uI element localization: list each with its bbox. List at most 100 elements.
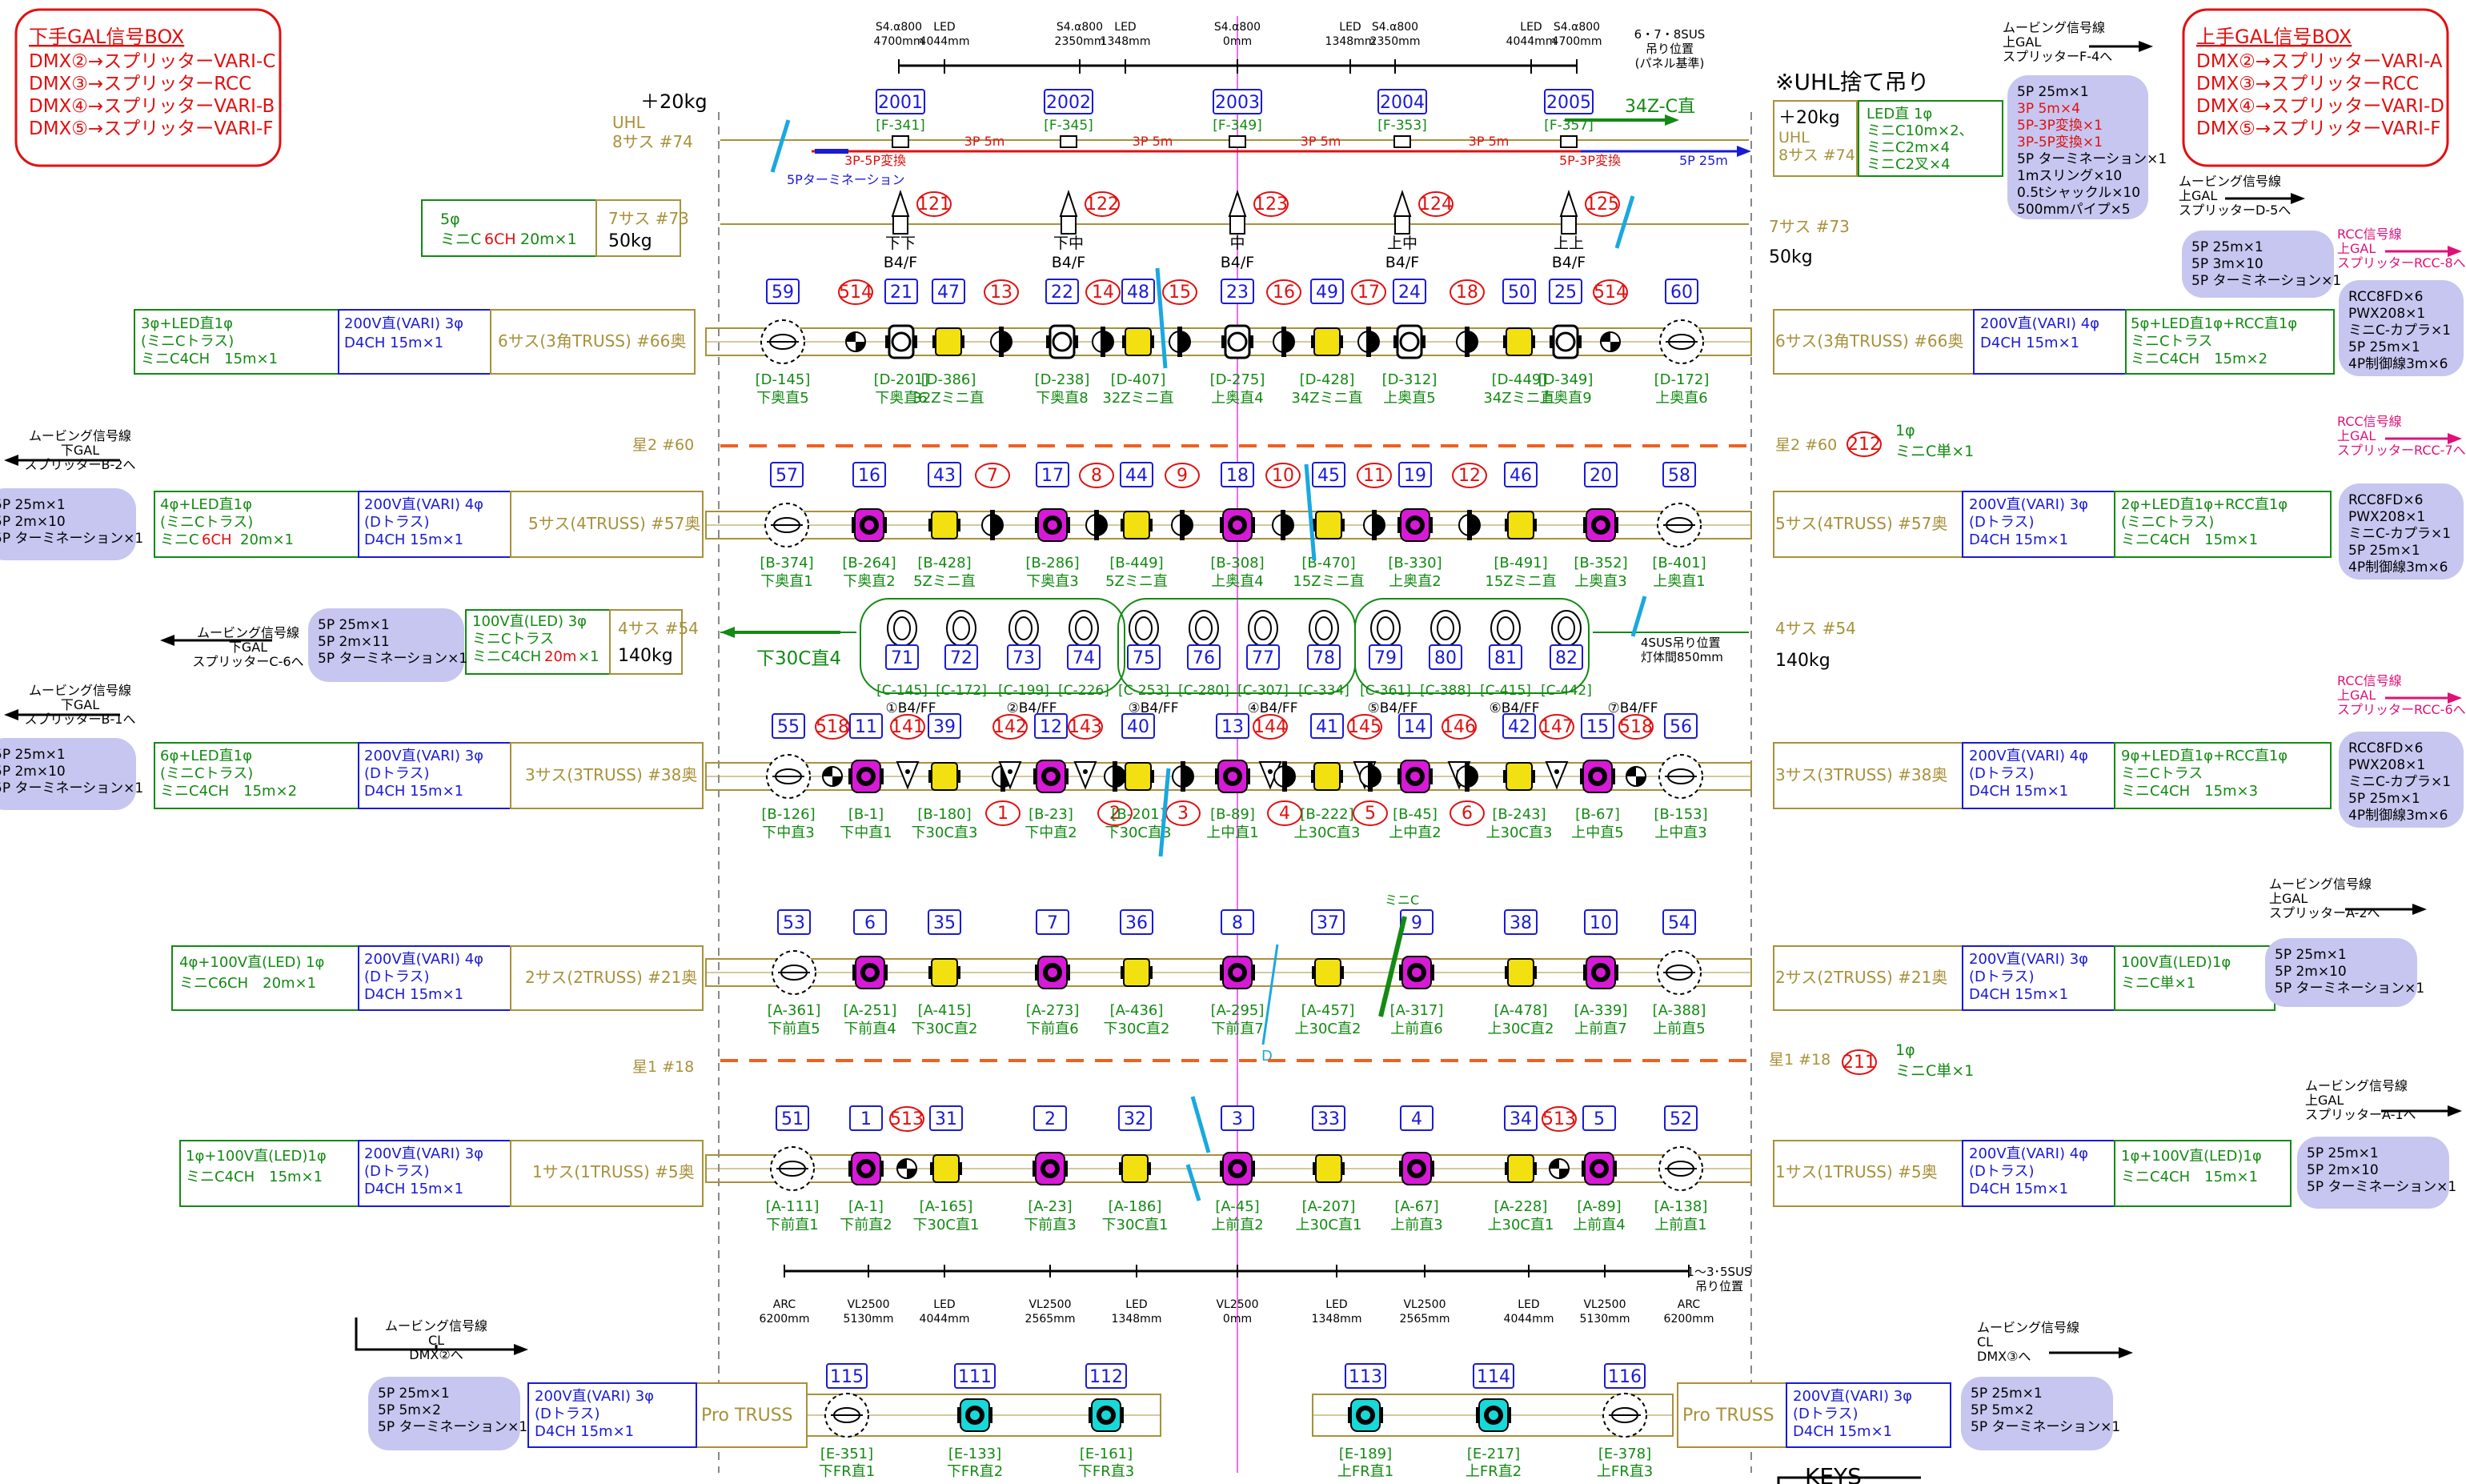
star2-channel-oval <box>1846 431 1882 457</box>
row4-ref: [C-226] <box>1058 683 1109 699</box>
row2-sub: 上前直7 <box>1574 1021 1626 1037</box>
row4-note: 4SUS吊り位置 <box>1641 636 1721 650</box>
row4-channel-box <box>1369 644 1402 670</box>
row3-moving: 下GAL <box>61 697 99 712</box>
row3-channel-box <box>1121 713 1155 739</box>
head-lens-inner <box>1048 520 1057 530</box>
row3-channel: 56 <box>1670 717 1692 737</box>
head-yoke-l <box>1215 768 1219 784</box>
row2-label-frame <box>510 945 704 1011</box>
row2-channel-box <box>1036 909 1069 935</box>
head-yoke-r <box>1429 768 1433 784</box>
row5-sub: 上奥直4 <box>1211 573 1263 590</box>
arrow-head <box>2448 1105 2462 1117</box>
row1-line: 5P 25m×1 <box>2307 1145 2379 1161</box>
row7-channel: 121 <box>917 195 951 215</box>
row4-sub: ③B4/FF <box>1128 700 1178 716</box>
row3-sub: 下30C直3 <box>912 824 978 841</box>
row6-channel-oval <box>984 279 1019 305</box>
arrow-head <box>1737 146 1751 157</box>
row1-channel: 1 <box>860 1109 872 1129</box>
par-fixture-icon <box>1069 610 1099 647</box>
row6-rcc-line: ミニC-カプラ×1 <box>2348 323 2451 339</box>
row3-channel-box <box>928 713 961 739</box>
row3-channel: 1 <box>997 804 1008 824</box>
pro-channel-box <box>826 1363 868 1389</box>
row1-ref: [A-138] <box>1654 1198 1708 1215</box>
row5-circuit: 4φ+LED直1φ <box>160 496 252 513</box>
led-fixture-icon <box>1121 958 1153 987</box>
spot-lens <box>1052 331 1073 352</box>
row2-sub: 上30C直2 <box>1295 1021 1361 1037</box>
left-gal-box-frame <box>14 8 282 167</box>
row3-rcc: スプリッターRCC-6へ <box>2337 702 2466 717</box>
moving-head-icon <box>1220 508 1255 542</box>
row6-circuit-g <box>134 309 339 375</box>
row3-right-g <box>2114 742 2332 809</box>
row6-channel-oval <box>1085 279 1121 305</box>
row5-line: 5P 2m×10 <box>0 514 66 530</box>
row5-channel: 45 <box>1317 466 1340 486</box>
uhl-cable-3p: 3P 5m <box>964 134 1005 149</box>
row6-right-b <box>1973 309 2127 375</box>
head-yoke-l <box>1033 768 1037 784</box>
spot-ear <box>1421 335 1425 348</box>
led-ear <box>1341 966 1344 979</box>
row2-right-circuit: 200V直(VARI) 3φ <box>1969 951 2088 968</box>
spot-ear <box>1046 335 1050 348</box>
row3-rcc-line: 4P制御線3m×6 <box>2348 808 2448 824</box>
led-fixture-icon <box>1312 958 1344 987</box>
row3-channel: 4 <box>1279 804 1290 824</box>
worklight-icon <box>1549 1158 1570 1179</box>
head-yoke-l <box>852 965 856 981</box>
par-inner <box>1015 616 1033 640</box>
row3-line: 5P ターミネーション×1 <box>0 780 143 796</box>
row2-sub: 上30C直2 <box>1488 1021 1554 1037</box>
pro-sub: 下FR直2 <box>947 1463 1003 1480</box>
left-gal-box-line: DMX④→スプリッターVARI-B <box>29 96 275 117</box>
ruler-label: 2350mm <box>1055 35 1105 48</box>
led-body <box>1313 762 1341 791</box>
row2-channel: 10 <box>1590 913 1612 933</box>
row3-circuit: D4CH 15m×1 <box>364 783 463 800</box>
half-fill <box>1470 515 1480 535</box>
row5-rcc-line: RCC8FD×6 <box>2348 492 2423 508</box>
uhl-led-fixture <box>1229 135 1246 148</box>
moving-head-icon <box>852 508 887 542</box>
row6-rcc-bubble <box>2339 280 2464 376</box>
led-body <box>1507 1154 1534 1183</box>
row5-ref: [B-470] <box>1301 555 1355 572</box>
row6-channel-oval <box>1351 279 1386 305</box>
row1-channel-oval <box>1542 1106 1577 1132</box>
half-fixture-icon <box>1085 510 1108 540</box>
led-ear <box>957 966 960 979</box>
row4-channel-box <box>1246 644 1280 670</box>
row5-channel: 9 <box>1177 466 1188 486</box>
row6-channel-box <box>1045 279 1079 304</box>
row6-channel-box <box>884 279 918 304</box>
arrow-head <box>4 455 18 466</box>
row2-ref: [A-273] <box>1026 1002 1080 1019</box>
row2-sub: 下前直7 <box>1211 1021 1263 1037</box>
moving-head-icon <box>1035 508 1070 542</box>
ruler-label: LED <box>933 21 955 34</box>
row4-channel: 72 <box>950 648 972 668</box>
row7-channel: 125 <box>1586 195 1619 215</box>
uhl-led-fixture <box>1393 135 1411 148</box>
row5-channel: 16 <box>858 466 880 486</box>
pro-channel-box <box>1085 1363 1127 1389</box>
row3-channel-oval <box>1097 800 1133 826</box>
row5-channel: 43 <box>933 466 956 486</box>
ruler-label: LED <box>1114 21 1136 34</box>
row2-channel-box <box>1400 909 1433 935</box>
head-lens-inner <box>1594 1164 1604 1173</box>
row3-channel-box <box>1310 713 1344 739</box>
row2-moving: ムービング信号線 <box>2269 876 2372 892</box>
row4-channel: 80 <box>1434 648 1457 668</box>
row4-channel: 73 <box>1012 648 1035 668</box>
row1-right-circuit: 1φ+100V直(LED)1φ <box>2121 1148 2262 1165</box>
pro-moving: ムービング信号線 <box>385 1318 487 1334</box>
half-bar <box>1282 761 1287 792</box>
profile-spot-icon <box>1393 189 1412 217</box>
row5-rcc: スプリッターRCC-7へ <box>2337 443 2466 458</box>
